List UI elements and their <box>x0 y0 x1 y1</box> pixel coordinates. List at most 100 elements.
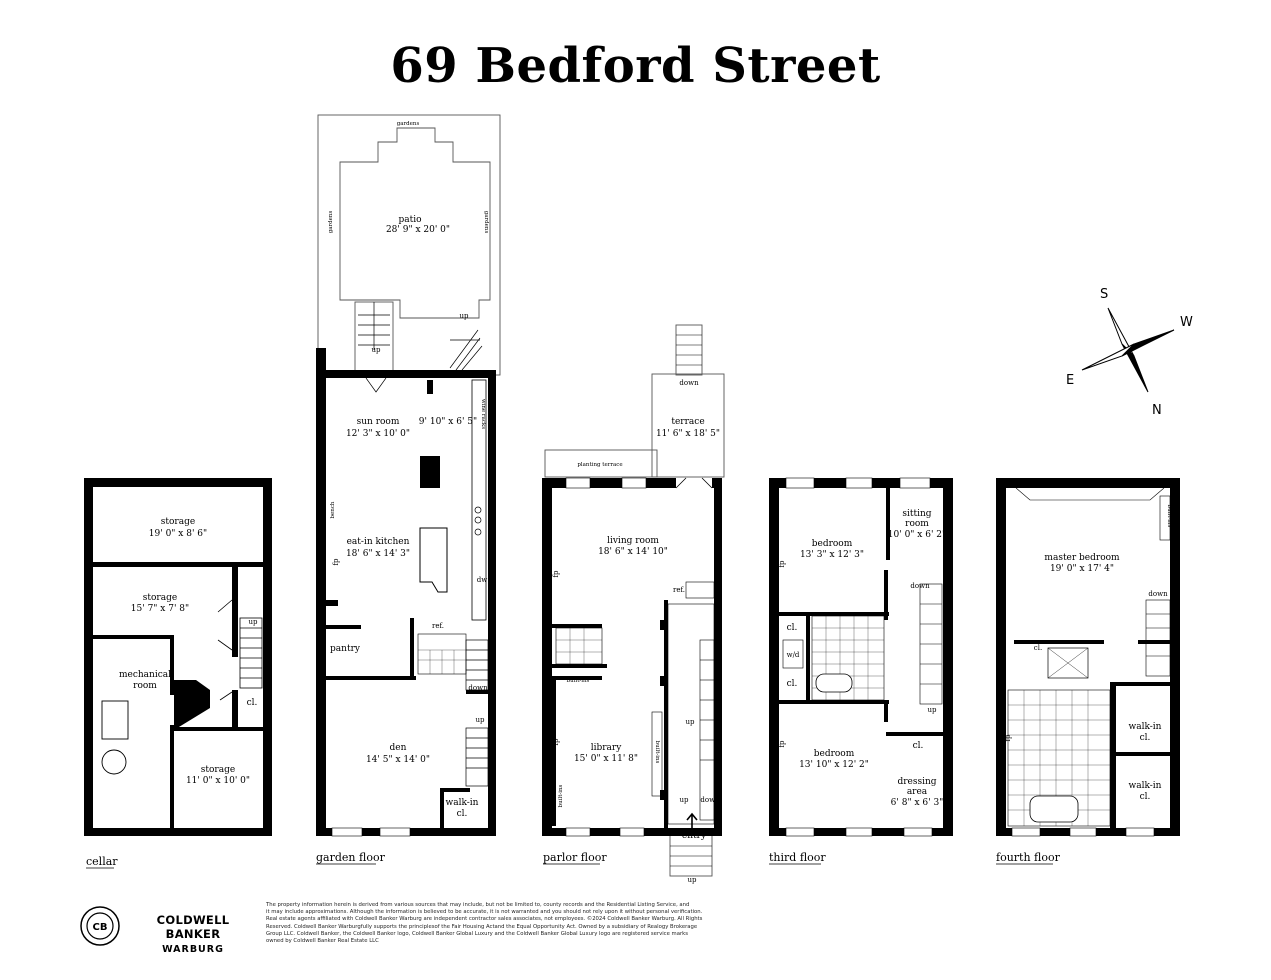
washer-dryer-label: w/d <box>787 651 800 659</box>
patio-stair2-up-label: up <box>460 312 470 320</box>
compass-rose-icon: S W E N <box>1066 287 1193 418</box>
entry-label: entry <box>682 831 707 841</box>
bench-label: bench <box>330 501 336 518</box>
parlor-floor-label: parlor floor <box>543 851 607 864</box>
sitting-room-l2: room <box>905 519 929 529</box>
parlor-up2-label: up <box>680 796 690 804</box>
parlor-down-label: down <box>700 796 720 804</box>
pantry-label: pantry <box>330 644 361 654</box>
cellar-closet-label: cl. <box>247 698 258 708</box>
dressing-l2: area <box>907 787 928 797</box>
page-title: 69 Bedford Street <box>390 38 881 94</box>
gardens-right-label: gardens <box>483 211 489 234</box>
third-fp1-label: fp <box>778 560 786 568</box>
sun-room-name: sun room <box>357 417 400 427</box>
third-up-label: up <box>928 706 938 714</box>
walkin2-l1: walk-in <box>1129 781 1162 791</box>
cellar-plan: storage 19' 0" x 8' 6" storage 15' 7" x … <box>84 478 272 869</box>
parlor-builtins3-label: built-ins <box>558 784 564 807</box>
garden-dw-label: dw <box>477 576 487 584</box>
third-down-label: down <box>910 582 930 590</box>
third-bedroom2-name: bedroom <box>814 749 855 759</box>
dressing-dims: 6' 8" x 6' 3" <box>891 798 944 808</box>
fourth-builtins-label: built-ins <box>1166 505 1172 528</box>
planting-terrace-label: planting terrace <box>577 462 622 468</box>
garden-walkin-l2: cl. <box>457 809 468 819</box>
cellar-floor-label: cellar <box>86 855 118 868</box>
cellar-storage1-name: storage <box>161 517 195 527</box>
compass-e-label: E <box>1066 373 1074 388</box>
parlor-up-label: up <box>686 718 696 726</box>
patio-dims: 28' 9" x 20' 0" <box>386 225 450 235</box>
wine-racks-label: wine racks <box>480 399 486 429</box>
garden-floor-plan: patio 28' 9" x 20' 0" gardens gardens ga… <box>316 114 501 865</box>
cellar-storage2-dims: 15' 7" x 7' 8" <box>131 604 189 614</box>
master-bedroom-name: master bedroom <box>1044 553 1120 563</box>
brand-line1: COLDWELL BANKER <box>156 913 230 941</box>
compass-s-label: S <box>1100 287 1108 302</box>
disclaimer-line: Real estate agents affiliated with Coldw… <box>266 916 703 923</box>
third-fp2-label: fp <box>778 740 786 748</box>
parlor-stoop-up-label: up <box>688 876 698 884</box>
third-closet1-label: cl. <box>787 623 798 633</box>
parlor-terrace-down-label: down <box>679 379 699 387</box>
parlor-fp1-label: fp <box>552 570 560 578</box>
den-name: den <box>390 743 407 753</box>
library-dims: 15' 0" x 11' 8" <box>574 754 638 764</box>
garden-down-label: down <box>468 684 488 692</box>
disclaimer-line: The property information herein is deriv… <box>266 902 690 908</box>
gardens-top-label: gardens <box>397 121 420 127</box>
patio-name: patio <box>398 215 421 225</box>
gardens-left-label: gardens <box>328 211 334 234</box>
cellar-mechanical-name-1: mechanical <box>119 670 171 680</box>
den-dims: 14' 5" x 14' 0" <box>366 755 430 765</box>
garden-ref-label: ref. <box>432 622 444 630</box>
cellar-up-label: up <box>249 618 259 626</box>
kitchen-dims: 18' 6" x 14' 3" <box>346 549 410 559</box>
kitchen-name: eat-in kitchen <box>347 537 410 547</box>
terrace-name: terrace <box>671 417 704 427</box>
cellar-storage3-dims: 11' 0" x 10' 0" <box>186 776 250 786</box>
parlor-floor-plan: terrace 11' 6" x 18' 5" planting terrace… <box>542 324 725 884</box>
cellar-storage1-dims: 19' 0" x 8' 6" <box>149 529 207 539</box>
patio-stair-up-label: up <box>372 346 382 354</box>
fourth-floor-label: fourth floor <box>996 851 1061 864</box>
sitting-room-dims: 10' 0" x 6' 2" <box>888 530 946 540</box>
brand-wordmark: COLDWELL BANKER WARBURG <box>128 913 258 955</box>
disclaimer-line: owned by Coldwell Banker Real Estate LLC <box>266 938 379 945</box>
parlor-builtins2-label: built-ins <box>654 741 660 764</box>
third-bedroom1-name: bedroom <box>812 539 853 549</box>
cellar-mechanical-name-2: room <box>133 681 157 691</box>
disclaimer-line: Group LLC. Coldwell Banker, the Coldwell… <box>266 930 688 937</box>
third-bedroom2-dims: 13' 10" x 12' 2" <box>799 760 869 770</box>
fourth-closet-label: cl. <box>1034 644 1042 652</box>
nook-dims: 9' 10" x 6' 5" <box>419 417 477 427</box>
walkin1-l1: walk-in <box>1129 722 1162 732</box>
master-bedroom-dims: 19' 0" x 17' 4" <box>1050 564 1114 574</box>
walkin1-l2: cl. <box>1140 733 1151 743</box>
third-closet2-label: cl. <box>787 679 798 689</box>
walkin2-l2: cl. <box>1140 792 1151 802</box>
cellar-storage3-name: storage <box>201 765 235 775</box>
third-floor-label: third floor <box>769 851 826 864</box>
sitting-room-l1: sitting <box>902 509 931 519</box>
seal-text: CB <box>93 922 108 933</box>
compass-n-label: N <box>1152 403 1162 418</box>
disclaimer-line: Reserved. Coldwell Banker Warburgfully s… <box>266 923 698 930</box>
disclaimer-line: it may include approximations. Although … <box>266 909 703 916</box>
living-room-name: living room <box>607 536 659 546</box>
parlor-fp2-label: fp <box>552 738 560 746</box>
fourth-down-label: down <box>1148 590 1168 598</box>
parlor-builtins1-label: built-ins <box>567 678 590 684</box>
garden-fp-label: fp <box>332 558 340 566</box>
cellar-storage2-name: storage <box>143 593 177 603</box>
coldwell-banker-seal-icon: CB <box>80 906 120 946</box>
third-bedroom1-dims: 13' 3" x 12' 3" <box>800 550 864 560</box>
garden-up-label: up <box>476 716 486 724</box>
fourth-fp-label: fp <box>1004 734 1012 742</box>
garden-walkin-l1: walk-in <box>446 798 479 808</box>
third-closet3-label: cl. <box>913 741 924 751</box>
third-floor-plan: bedroom 13' 3" x 12' 3" sitting room 10'… <box>769 477 953 865</box>
fourth-floor-plan: built-ins master bedroom 19' 0" x 17' 4"… <box>996 478 1180 865</box>
